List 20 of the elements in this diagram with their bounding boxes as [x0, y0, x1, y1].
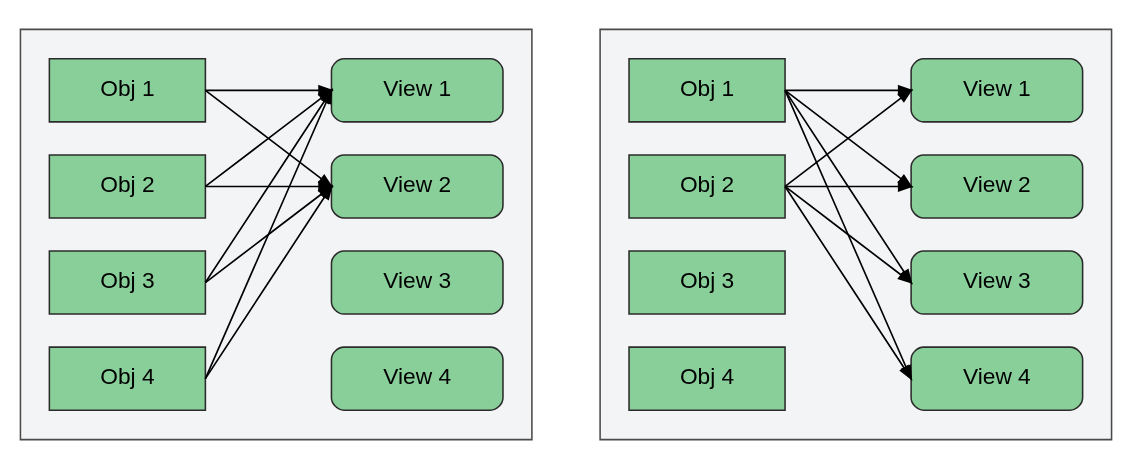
node-box: View 2 — [910, 153, 1084, 219]
node-box: Obj 2 — [628, 153, 786, 219]
node-box: Obj 1 — [48, 57, 207, 123]
node-box: Obj 1 — [628, 57, 786, 123]
node-box: Obj 3 — [48, 249, 207, 315]
arrow — [204, 84, 334, 96]
arrow — [784, 84, 914, 96]
node-box: Obj 2 — [48, 153, 207, 219]
node-box: View 3 — [910, 249, 1084, 315]
node-box: View 2 — [330, 153, 504, 219]
cluster — [19, 28, 533, 440]
node-box: View 1 — [910, 57, 1084, 123]
node-box: Obj 4 — [48, 345, 207, 411]
node-box: View 1 — [330, 57, 504, 123]
node-box: View 4 — [910, 345, 1084, 411]
node-box: View 3 — [330, 249, 504, 315]
node-box: Obj 3 — [628, 249, 786, 315]
node-box: Obj 4 — [628, 345, 786, 411]
cluster — [599, 28, 1113, 440]
node-box: View 4 — [330, 345, 504, 411]
